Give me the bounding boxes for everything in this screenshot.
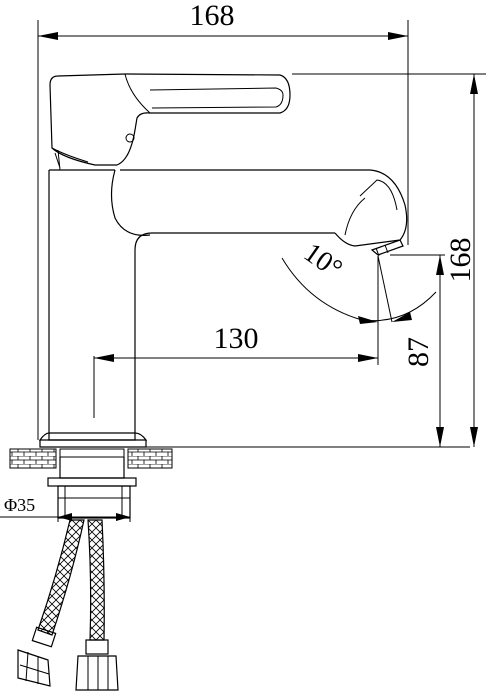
dimension-spout-angle-label: 10° xyxy=(298,237,348,285)
mounting-shank xyxy=(47,457,137,519)
dimension-spout-reach: 130 xyxy=(93,256,379,418)
dimension-spout-angle: 10° xyxy=(281,237,437,324)
flex-hoses xyxy=(37,519,105,641)
dimension-total-width-label: 168 xyxy=(190,0,235,32)
faucet-body xyxy=(38,169,408,448)
hose-fitting-right xyxy=(75,639,119,691)
dimension-total-height-label: 168 xyxy=(444,238,477,283)
faucet-handle xyxy=(49,73,291,171)
dimension-hose-diameter-label: Φ35 xyxy=(4,495,35,515)
dimension-hose-diameter: Φ35 xyxy=(0,495,131,522)
countertop-section xyxy=(9,446,470,469)
dimension-total-height: 168 xyxy=(292,73,486,447)
dimension-spout-reach-label: 130 xyxy=(214,322,259,355)
dimension-total-width: 168 xyxy=(37,0,409,440)
dimension-spout-height: 87 xyxy=(390,254,445,447)
dimension-spout-height-label: 87 xyxy=(402,337,435,367)
hose-fitting-left xyxy=(17,626,57,687)
